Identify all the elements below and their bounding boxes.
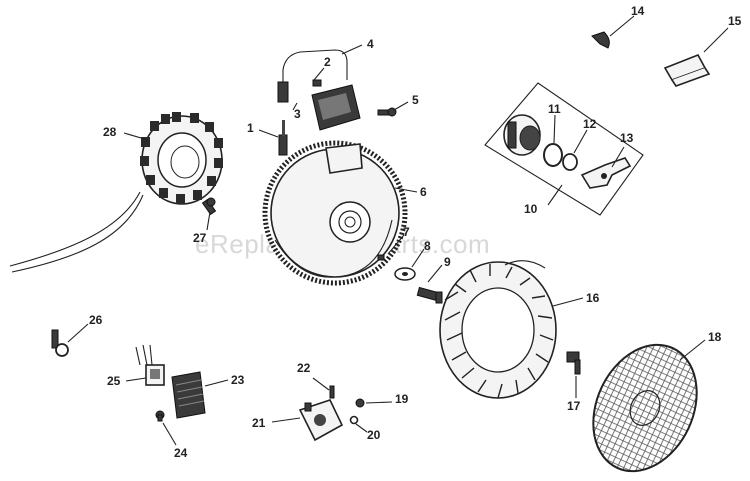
callout-number: 23 <box>231 373 245 387</box>
callout-number: 9 <box>444 255 451 269</box>
callout-number: 6 <box>420 185 427 199</box>
leader-line <box>703 27 729 53</box>
screw-24-part[interactable] <box>155 410 165 422</box>
callout-number: 22 <box>297 361 311 375</box>
leader-line <box>573 129 588 154</box>
callout-number: 7 <box>403 225 410 239</box>
callout-number: 3 <box>294 107 301 121</box>
callout-number: 21 <box>252 416 266 430</box>
callout-number: 13 <box>620 131 634 145</box>
leader-line <box>206 211 211 231</box>
callout-number: 28 <box>103 125 117 139</box>
leader-line <box>611 146 625 168</box>
nut-19-part[interactable] <box>355 398 365 408</box>
leader-line <box>123 132 149 141</box>
callout-number: 25 <box>107 374 121 388</box>
callout-number: 19 <box>395 392 409 406</box>
leader-line <box>258 129 279 138</box>
leader-line <box>125 377 147 382</box>
callout-number: 16 <box>586 291 600 305</box>
callout-number: 20 <box>367 428 381 442</box>
connector-part[interactable] <box>663 53 711 87</box>
blower-fan-part[interactable] <box>439 260 557 399</box>
leader-line <box>312 377 330 391</box>
leader-line <box>547 184 563 206</box>
callout-number: 26 <box>89 313 103 327</box>
callout-number: 10 <box>524 202 538 216</box>
screw-27-part[interactable] <box>201 197 217 216</box>
spark-terminal-part[interactable] <box>278 120 288 156</box>
callout-number: 8 <box>424 239 431 253</box>
nut-20-part[interactable] <box>349 415 359 425</box>
leader-line <box>553 114 556 144</box>
screw-5-part[interactable] <box>377 107 397 117</box>
leader-line <box>679 339 706 361</box>
leader-line <box>393 101 409 111</box>
regulator-part[interactable] <box>171 371 206 419</box>
grass-screen-part[interactable] <box>574 328 717 481</box>
leader-line <box>394 187 418 193</box>
flywheel-part[interactable] <box>262 140 408 286</box>
callout-number: 27 <box>193 231 207 245</box>
leader-line <box>427 264 443 283</box>
callout-number: 1 <box>247 121 254 135</box>
leader-line <box>313 67 325 81</box>
washer-part[interactable] <box>394 267 416 281</box>
callout-number: 11 <box>548 102 561 116</box>
leader-line <box>204 379 229 387</box>
screw-17-part[interactable] <box>566 351 581 375</box>
callout-number: 12 <box>583 117 597 131</box>
key-switch-part[interactable] <box>580 157 632 189</box>
rectifier-part[interactable] <box>298 399 344 442</box>
solenoid-part[interactable] <box>503 114 541 156</box>
harness-plug-part[interactable] <box>135 344 165 386</box>
leader-line <box>341 44 363 55</box>
leader-line <box>355 423 368 433</box>
ring-12-part[interactable] <box>562 153 578 171</box>
callout-number: 5 <box>412 93 419 107</box>
leader-line <box>411 248 425 268</box>
ignition-module-part[interactable] <box>277 49 361 131</box>
washer-11-part[interactable] <box>543 143 563 167</box>
flywheel-bolt-part[interactable] <box>416 286 443 304</box>
callout-number: 14 <box>631 4 645 18</box>
leader-line <box>552 297 584 307</box>
callouts: 1 2 3 4 5 6 7 8 9 10 11 12 13 <box>67 4 742 460</box>
leader-line <box>271 417 301 423</box>
leader-line <box>609 15 635 37</box>
leader-line <box>387 234 405 255</box>
callout-number: 18 <box>708 330 722 344</box>
leader-line <box>67 323 89 343</box>
callout-number: 4 <box>367 37 374 51</box>
terminal-part[interactable] <box>51 329 69 357</box>
callout-number: 15 <box>728 14 742 28</box>
woodruff-key-part[interactable] <box>377 254 385 261</box>
callout-number: 2 <box>324 55 331 69</box>
leader-line <box>162 422 177 446</box>
stator-part[interactable] <box>9 112 223 273</box>
leader-line <box>292 102 298 111</box>
starter-assembly-box <box>484 82 644 216</box>
leader-line <box>365 401 393 404</box>
clip-part[interactable] <box>591 31 610 49</box>
callout-number: 17 <box>567 399 581 413</box>
screw-22-part[interactable] <box>329 385 335 399</box>
callout-number: 24 <box>174 446 188 460</box>
